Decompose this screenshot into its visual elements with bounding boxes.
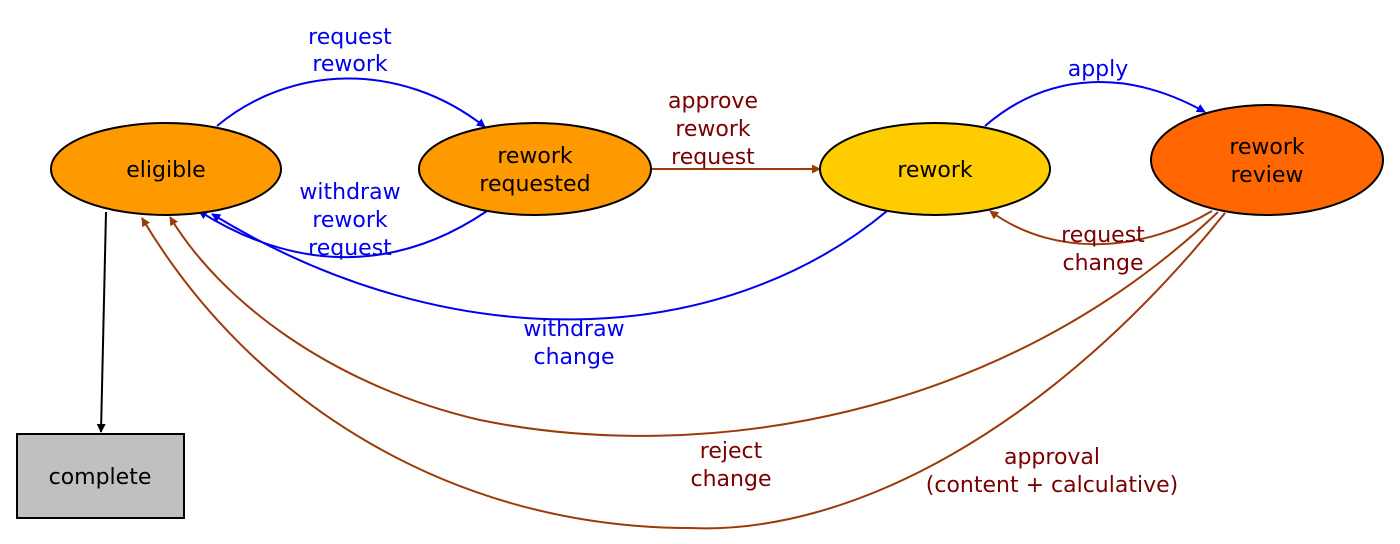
label-request-rework-line1: request (308, 25, 392, 50)
edge-withdraw-rework-request (198, 210, 488, 259)
label-approval-line2: (content + calculative) (926, 473, 1178, 498)
node-rework-review-label-line2: review (1231, 163, 1304, 188)
node-complete-label: complete (49, 465, 152, 490)
edge-reject-change (169, 211, 1219, 437)
label-withdraw-rework-request: withdraw rework request (299, 180, 400, 261)
edge-eligible-to-complete (96, 211, 107, 433)
edge-withdraw-change (211, 210, 888, 321)
label-request-rework: request rework (308, 25, 392, 77)
label-approve-rework-request-line2: rework (675, 117, 751, 142)
node-rework-requested-label-line1: rework (497, 144, 573, 169)
label-withdraw-change-line1: withdraw (523, 317, 624, 342)
node-complete[interactable]: complete (16, 433, 185, 519)
label-withdraw-rework-request-line3: request (308, 236, 392, 261)
edge-apply (984, 81, 1206, 127)
label-request-rework-line2: rework (312, 52, 388, 77)
label-reject-change-line2: change (691, 467, 772, 492)
label-request-change-line2: change (1063, 251, 1144, 276)
node-rework-requested-label-line2: requested (479, 172, 590, 197)
label-approve-rework-request: approve rework request (668, 89, 758, 170)
label-approve-rework-request-line1: approve (668, 89, 758, 114)
label-approval-line1: approval (1004, 445, 1100, 470)
edge-request-change (989, 210, 1213, 246)
node-rework[interactable]: rework (819, 122, 1051, 216)
label-withdraw-rework-request-line2: rework (312, 208, 388, 233)
label-apply: apply (1068, 57, 1129, 82)
label-reject-change-line1: reject (700, 439, 763, 464)
edge-request-rework (216, 77, 486, 128)
node-rework-review-label-line1: rework (1229, 135, 1305, 160)
node-rework-label: rework (897, 158, 973, 183)
label-reject-change: reject change (691, 439, 772, 492)
label-withdraw-rework-request-line1: withdraw (299, 180, 400, 205)
label-approval: approval (content + calculative) (926, 445, 1178, 498)
node-rework-review[interactable]: rework review (1150, 104, 1384, 216)
label-request-change: request change (1061, 223, 1145, 276)
node-rework-requested[interactable]: rework requested (418, 122, 652, 216)
node-eligible[interactable]: eligible (50, 122, 282, 216)
label-withdraw-change: withdraw change (523, 317, 624, 370)
label-withdraw-change-line2: change (534, 345, 615, 370)
node-eligible-label: eligible (126, 158, 205, 183)
label-request-change-line1: request (1061, 223, 1145, 248)
label-apply-text: apply (1068, 57, 1129, 82)
label-approve-rework-request-line3: request (671, 145, 755, 170)
edge-approval (141, 212, 1226, 530)
